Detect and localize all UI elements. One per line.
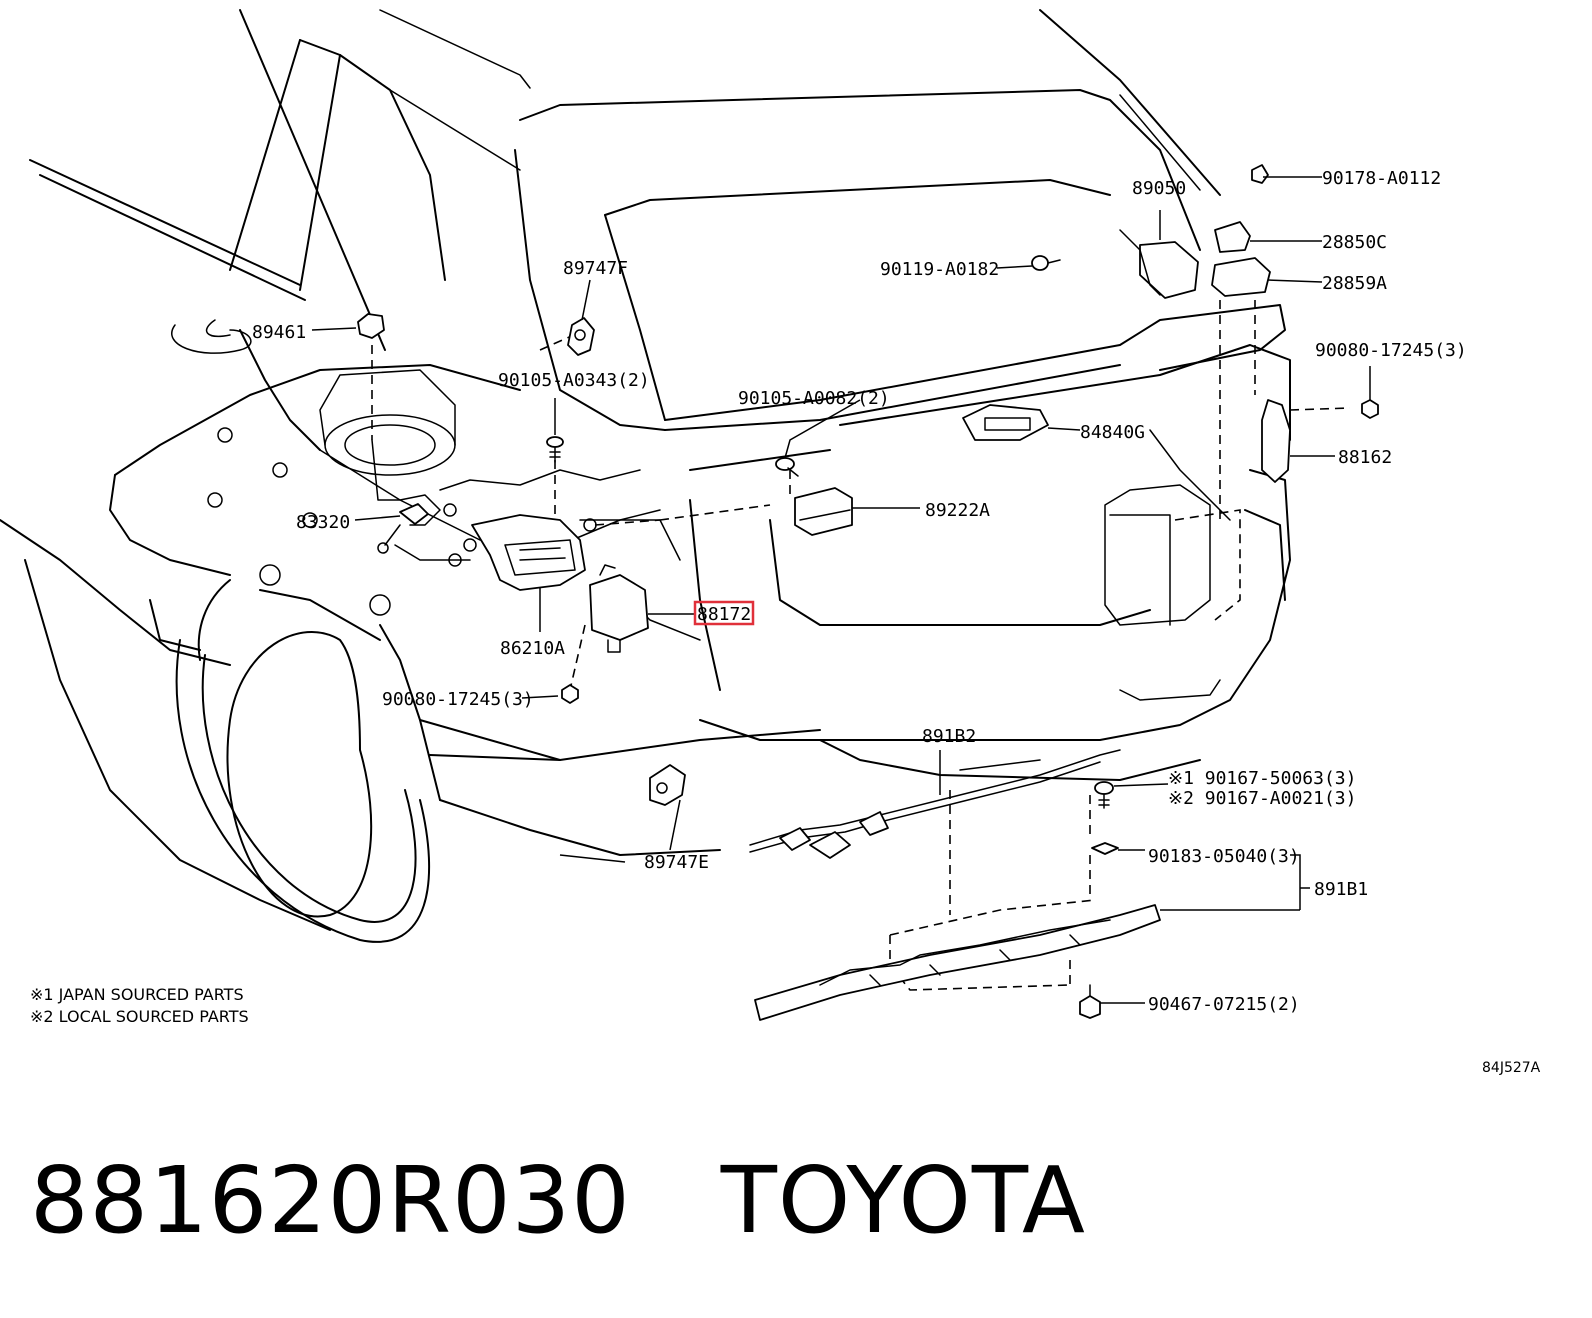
- callout-89747F: 89747F: [563, 258, 628, 279]
- part-90080-17245-upper: [1361, 399, 1379, 419]
- callout-891B1: 891B1: [1314, 879, 1368, 900]
- footer-caption: 881620R030 TOYOTA: [30, 1140, 1086, 1260]
- part-28850C: [1214, 221, 1251, 253]
- part-90105-A0082: [775, 457, 799, 477]
- callout-90119-A0182: 90119-A0182: [880, 259, 999, 280]
- part-90167: [1094, 781, 1114, 809]
- part-891B1: [754, 904, 1161, 1021]
- callout-89050: 89050: [1132, 178, 1186, 199]
- callout-90105-A0082: 90105-A0082(2): [738, 388, 890, 409]
- callout-labels: 90178-A0112 89050 28850C 90119-A0182 288…: [252, 168, 1467, 1015]
- part-90080-17245-lower: [561, 684, 579, 704]
- callout-891B2: 891B2: [922, 726, 976, 747]
- part-90183-05040: [1091, 842, 1119, 855]
- vehicle-body-outline: [0, 9, 1291, 943]
- highlight-box: [693, 600, 755, 626]
- callout-86210A: 86210A: [500, 638, 565, 659]
- callout-89222A: 89222A: [925, 500, 990, 521]
- part-88172: [589, 564, 649, 653]
- part-89747E: [649, 764, 686, 806]
- leader-lines: [311, 176, 1371, 1004]
- callout-89461: 89461: [252, 322, 306, 343]
- part-89222A: [794, 487, 853, 536]
- parts-diagram: 90178-A0112 89050 28850C 90119-A0182 288…: [0, 9, 1541, 1076]
- part-90119-A0182: [1031, 255, 1061, 271]
- diagram-code: 84J527A: [1482, 1060, 1541, 1076]
- part-86210A: [471, 514, 586, 591]
- callout-90080-17245-upper: 90080-17245(3): [1315, 340, 1467, 361]
- part-28859A: [1211, 257, 1271, 297]
- note-local-sourced: ※2 LOCAL SOURCED PARTS: [30, 1007, 249, 1026]
- note-japan-sourced: ※1 JAPAN SOURCED PARTS: [30, 985, 244, 1004]
- callout-83320: 83320: [296, 512, 350, 533]
- callout-90167-50063: ※1 90167-50063(3): [1168, 768, 1356, 789]
- callout-90080-17245-lower: 90080-17245(3): [382, 689, 534, 710]
- part-90178-A0112: [1251, 164, 1269, 184]
- part-83320: [371, 439, 441, 554]
- callout-90183-05040: 90183-05040(3): [1148, 846, 1300, 867]
- part-891B2: [749, 749, 1121, 859]
- callout-28850C: 28850C: [1322, 232, 1387, 253]
- callout-90467-07215: 90467-07215(2): [1148, 994, 1300, 1015]
- callout-90167-A0021: ※2 90167-A0021(3): [1168, 788, 1356, 809]
- part-90105-A0343: [546, 436, 564, 463]
- part-89747F: [567, 317, 595, 356]
- part-84840G: [962, 404, 1049, 441]
- part-number: 881620R030: [30, 1146, 631, 1254]
- part-88162: [1261, 399, 1291, 483]
- callout-90178-A0112: 90178-A0112: [1322, 168, 1441, 189]
- callout-89747E: 89747E: [644, 852, 709, 873]
- exploded-view-drawing: 90178-A0112 89050 28850C 90119-A0182 288…: [0, 9, 1541, 1076]
- callout-88162: 88162: [1338, 447, 1392, 468]
- brand-name: TOYOTA: [720, 1146, 1086, 1254]
- part-89050: [1119, 229, 1199, 299]
- callout-90105-A0343: 90105-A0343(2): [498, 370, 650, 391]
- callout-28859A: 28859A: [1322, 273, 1387, 294]
- parts: [357, 164, 1379, 1021]
- part-89461: [357, 313, 385, 339]
- callout-88172: 88172: [697, 604, 751, 625]
- part-90467-07215: [1079, 984, 1101, 1019]
- callout-84840G: 84840G: [1080, 422, 1145, 443]
